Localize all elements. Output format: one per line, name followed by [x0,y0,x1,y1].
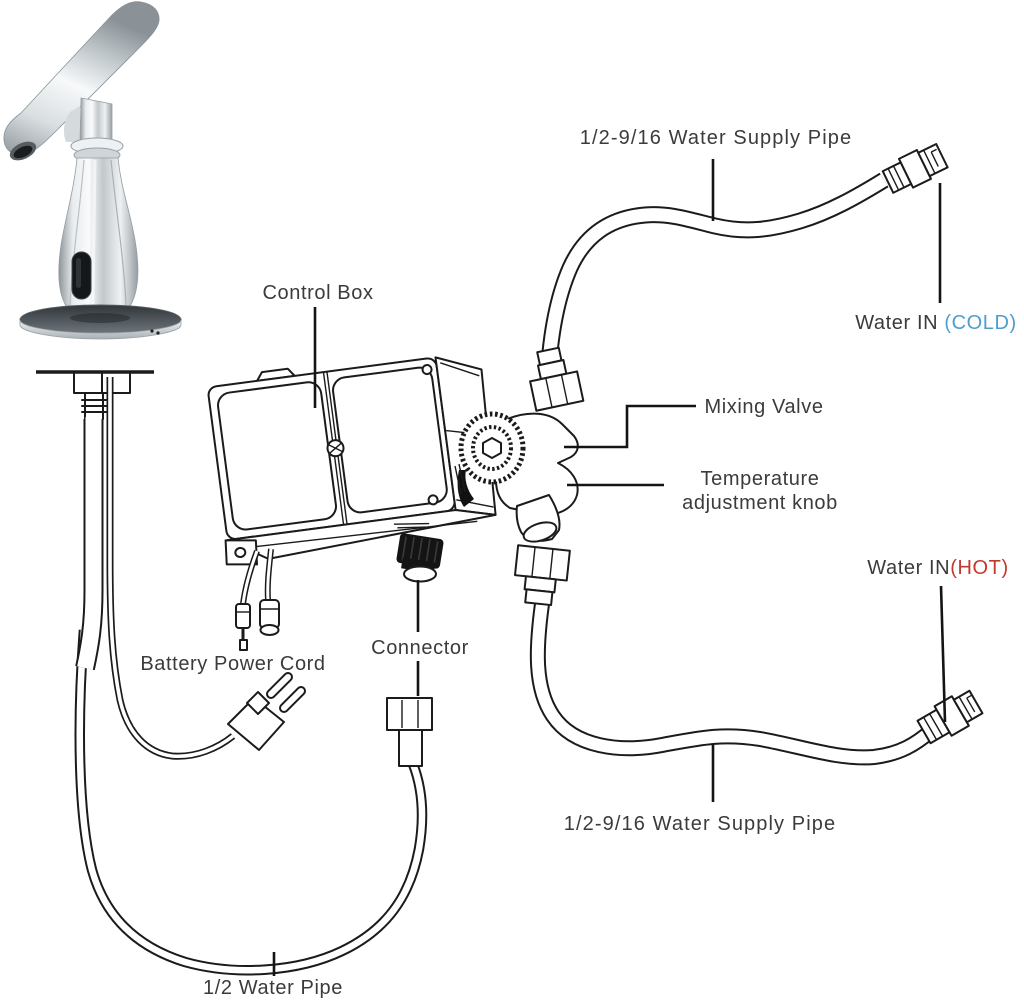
control-box-panel-left [217,381,337,531]
leader-mixing-valve [564,404,696,449]
pipe-end-tube [398,728,423,767]
hot-indicator-text: (HOT) [950,557,1009,579]
cold-indicator-text: (COLD) [944,312,1017,334]
screw [421,364,433,376]
hot-supply-hose [529,602,984,766]
wire-connector [235,603,251,629]
pipe-end-nut [386,697,433,731]
label-water-in-cold: Water IN (COLD) [855,312,1017,334]
cold-supply-hose [539,143,949,379]
label-mixing-valve: Mixing Valve [704,396,824,418]
leader-water-in-hot [939,585,947,723]
control-box-wires [235,548,280,651]
label-top-supply-pipe: 1/2-9/16 Water Supply Pipe [579,127,853,149]
label-bottom-water-pipe: 1/2 Water Pipe [203,977,343,999]
label-bottom-supply-pipe: 1/2-9/16 Water Supply Pipe [563,813,837,835]
label-water-in-hot: Water IN(HOT) [867,557,1009,579]
faucet-supply-tube [75,417,104,671]
control-box-panel-right [332,366,448,514]
cold-inlet-fitting [529,346,585,412]
mixing-valve-drawing [454,346,585,607]
faucet-aerator [13,145,33,159]
label-control-box: Control Box [262,282,374,304]
screw [427,494,439,506]
label-connector: Connector [371,637,469,659]
water-pipe-loop [74,629,433,976]
hot-hose-fitting [916,689,984,745]
leader-lines [272,159,947,976]
hot-inlet-fitting [514,544,571,607]
plug-prong [268,674,291,697]
wire-connector [259,599,280,629]
power-plug-body [227,697,285,751]
counter-and-shank [36,370,154,420]
faucet-illustration [3,1,182,340]
control-box-drawing [207,356,497,566]
box-connector-drawing [396,533,444,583]
label-battery-power-cord: Battery Power Cord [140,653,326,675]
plug-prong [281,688,304,711]
knob-hex-socket [482,437,502,459]
cold-hose-fitting [881,143,949,194]
sensor-window [71,251,92,300]
battery-cord-plug [106,377,306,760]
